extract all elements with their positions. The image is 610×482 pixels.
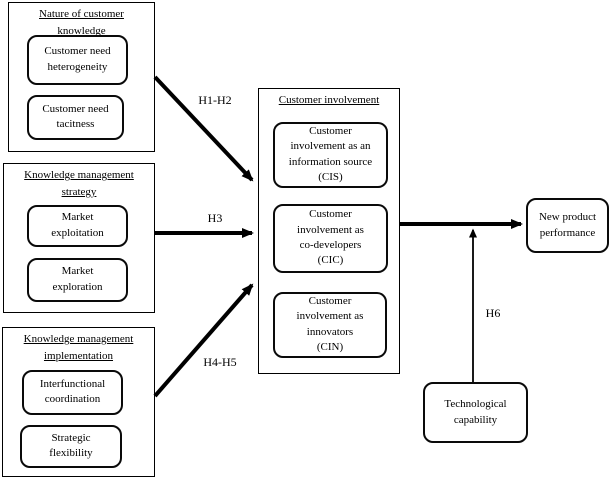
box-customer-need-tacitness: Customer need tacitness — [27, 94, 124, 140]
arrow-h4-h5 — [153, 283, 254, 398]
panel-title-knowledge-management-strategy: Knowledge management strategy — [24, 169, 134, 198]
box-customer-involvement-information-source-cis: Customer involvement as an information s… — [273, 121, 388, 188]
label-hypothesis-h6: H6 — [485, 306, 501, 320]
panel-title-customer-involvement: Customer involvement — [278, 94, 380, 106]
box-interfunctional-coordination: Interfunctional coordination — [22, 369, 123, 415]
box-technological-capability: Technological capability — [423, 382, 528, 443]
label-hypothesis-h4-h5: H4-H5 — [203, 355, 237, 369]
box-market-exploration: Market exploration — [27, 257, 128, 302]
panel-nature-of-customer-knowledge: Nature of customer knowledge Customer ne… — [8, 2, 155, 152]
panel-knowledge-management-implementation: Knowledge management implementation Inte… — [2, 327, 155, 477]
box-new-product-performance: New product performance — [526, 198, 609, 253]
box-customer-involvement-co-developers-cic: Customer involvement as co-developers (C… — [273, 203, 388, 273]
label-hypothesis-h1-h2: H1-H2 — [198, 93, 232, 107]
label-hypothesis-h3: H3 — [207, 211, 223, 225]
panel-title-nature-of-customer-knowledge: Nature of customer knowledge — [39, 8, 124, 37]
panel-title-knowledge-management-implementation: Knowledge management implementation — [23, 333, 134, 362]
box-customer-involvement-innovators-cin: Customer involvement as innovators (CIN) — [273, 291, 387, 358]
panel-customer-involvement: Customer involvement Customer involvemen… — [258, 88, 400, 374]
panel-knowledge-management-strategy: Knowledge management strategy Market exp… — [3, 163, 155, 313]
box-market-exploitation: Market exploitation — [27, 204, 128, 247]
box-customer-need-heterogeneity: Customer need heterogeneity — [27, 34, 128, 85]
box-strategic-flexibility: Strategic flexibility — [20, 424, 122, 468]
